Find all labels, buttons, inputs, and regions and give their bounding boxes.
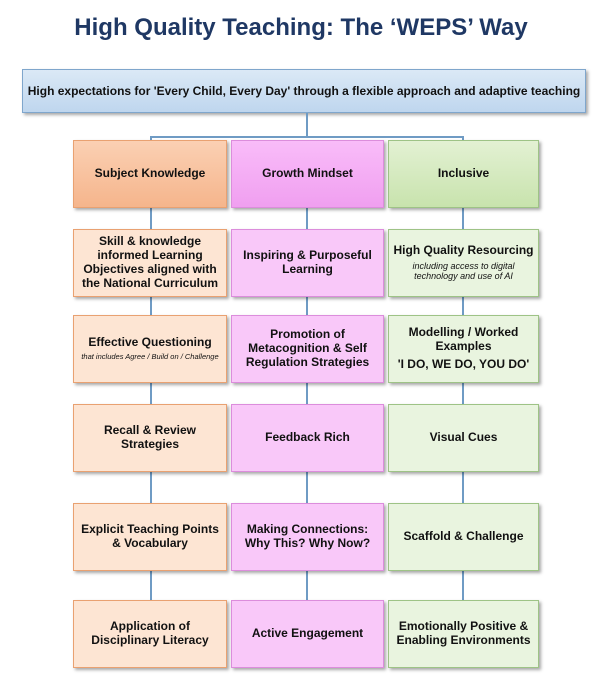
item-text: Explicit Teaching Points & Vocabulary <box>81 522 219 550</box>
item-extra: 'I DO, WE DO, YOU DO' <box>397 357 530 372</box>
item-text: Emotionally Positive & Enabling Environm… <box>396 619 531 647</box>
header-growth-mindset: Growth Mindset <box>231 140 384 208</box>
item-active-engagement: Active Engagement <box>231 600 384 668</box>
item-text: High Quality Resourcing <box>393 242 534 257</box>
item-visual-cues: Visual Cues <box>388 404 539 472</box>
expectations-banner: High expectations for 'Every Child, Ever… <box>22 69 586 113</box>
connector-drop-col1 <box>150 136 152 140</box>
item-text: Effective Questioning <box>88 335 212 350</box>
header-inclusive: Inclusive <box>388 140 539 208</box>
item-text: Skill & knowledge informed Learning Obje… <box>81 234 218 290</box>
connector-banner-stem <box>306 113 308 137</box>
item-positive-environments: Emotionally Positive & Enabling Environm… <box>388 600 539 668</box>
item-metacognition: Promotion of Metacognition & Self Regula… <box>231 315 384 383</box>
item-learning-objectives: Skill & knowledge informed Learning Obje… <box>73 229 227 297</box>
item-scaffold-challenge: Scaffold & Challenge <box>388 503 539 571</box>
item-text: Scaffold & Challenge <box>403 529 524 544</box>
page-title: High Quality Teaching: The ‘WEPS’ Way <box>74 14 528 41</box>
item-text: Modelling / Worked Examples <box>408 324 519 353</box>
item-text: Making Connections: Why This? Why Now? <box>244 522 371 550</box>
connector-drop-col3 <box>462 136 464 140</box>
item-making-connections: Making Connections: Why This? Why Now? <box>231 503 384 571</box>
item-recall-review: Recall & Review Strategies <box>73 404 227 472</box>
item-high-quality-resourcing: High Quality Resourcing including access… <box>388 229 539 297</box>
item-explicit-teaching: Explicit Teaching Points & Vocabulary <box>73 503 227 571</box>
banner-text: High expectations for 'Every Child, Ever… <box>27 84 581 98</box>
connector-horizontal <box>150 136 464 138</box>
item-note: that includes Agree / Build on / Challen… <box>81 352 219 362</box>
item-disciplinary-literacy: Application of Disciplinary Literacy <box>73 600 227 668</box>
item-text: Visual Cues <box>429 430 498 445</box>
item-text: Active Engagement <box>251 626 364 641</box>
header-subject-knowledge: Subject Knowledge <box>73 140 227 208</box>
item-effective-questioning: Effective Questioning that includes Agre… <box>73 315 227 383</box>
item-text: Feedback Rich <box>265 430 350 445</box>
item-text: Recall & Review Strategies <box>103 423 197 451</box>
item-modelling: Modelling / Worked Examples 'I DO, WE DO… <box>388 315 539 383</box>
item-text: Application of Disciplinary Literacy <box>91 619 209 647</box>
header-label: Inclusive <box>437 166 490 181</box>
header-label: Growth Mindset <box>262 166 353 181</box>
item-text: Inspiring & Purposeful Learning <box>243 248 372 276</box>
header-label: Subject Knowledge <box>94 166 206 181</box>
item-text: Promotion of Metacognition & Self Regula… <box>245 327 370 369</box>
item-feedback-rich: Feedback Rich <box>231 404 384 472</box>
item-note: including access to digital technology a… <box>412 260 515 282</box>
item-inspiring-learning: Inspiring & Purposeful Learning <box>231 229 384 297</box>
